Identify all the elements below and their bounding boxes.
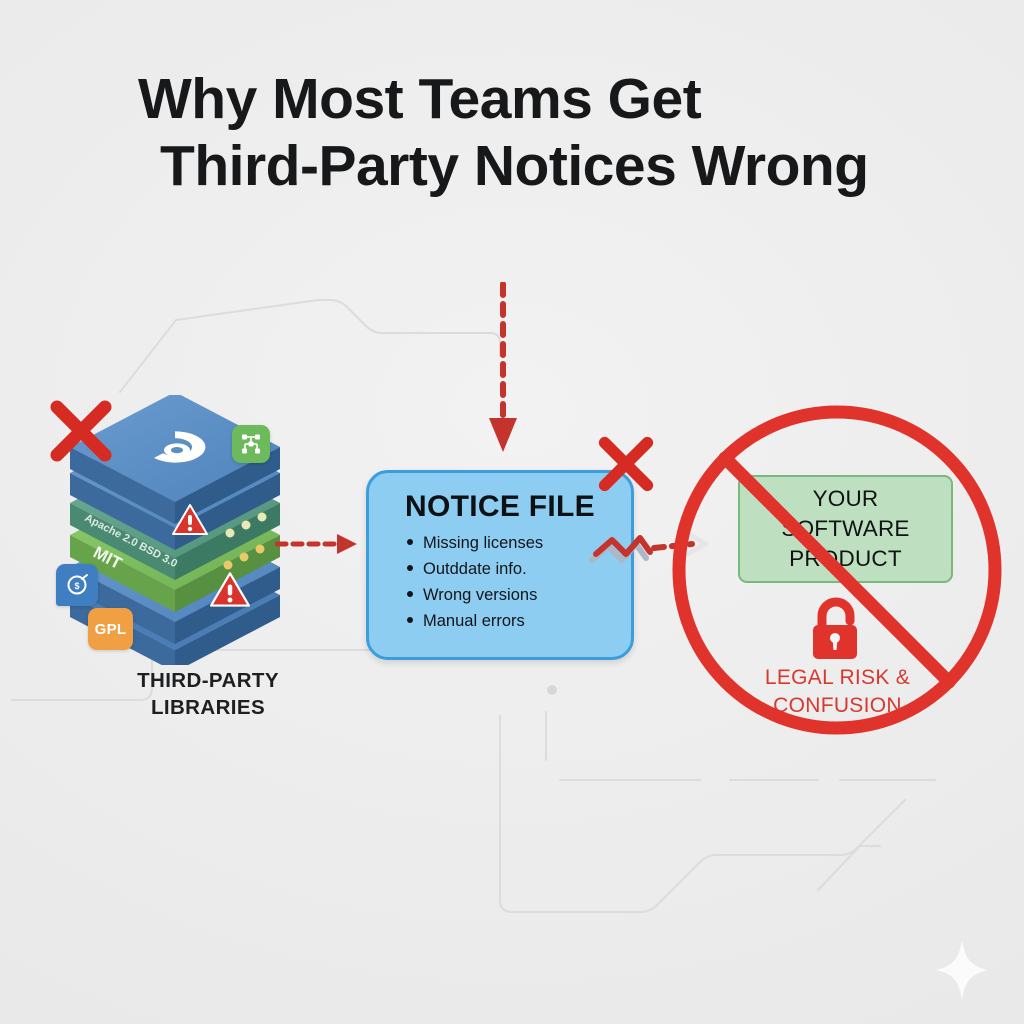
warning-triangle-icon — [172, 504, 208, 535]
risk-label-line-1: LEGAL RISK & — [764, 666, 911, 689]
caption-line-2: LIBRARIES — [150, 696, 266, 720]
your-software-product-box: YOUR SOFTWARE PRODUCT — [738, 475, 953, 583]
notice-file-card: NOTICE FILE Missing licenses Outddate in… — [366, 470, 634, 660]
package-logo-icon — [154, 431, 206, 463]
dependency-graph-icon — [242, 434, 260, 454]
status-dots-lower — [223, 544, 265, 570]
license-scan-icon: $ — [67, 574, 88, 595]
dashed-arrow-libraries-to-notice — [275, 534, 357, 554]
notice-issue-item: Wrong versions — [407, 582, 631, 608]
red-x-mark-notice — [598, 436, 654, 492]
trace-node-dot — [547, 685, 557, 695]
notice-file-issue-list: Missing licenses Outddate info. Wrong ve… — [369, 530, 631, 634]
sparkle-icon — [936, 940, 988, 1000]
broken-arrow-notice-to-product — [589, 531, 709, 563]
notice-issue-item: Outddate info. — [407, 556, 631, 582]
red-x-mark-libraries — [50, 400, 112, 462]
notice-file-heading: NOTICE FILE — [405, 490, 595, 523]
notice-issue-item: Manual errors — [407, 608, 631, 634]
library-stack-icon: Apache 2.0 BSD 3.0 MIT — [70, 395, 280, 665]
prohibition-sign-overlay — [672, 405, 1002, 735]
risk-label-line-2: CONFUSION — [773, 694, 902, 718]
page-title-line-1: Why Most Teams Get — [138, 67, 702, 131]
status-dots-upper — [225, 512, 267, 538]
third-party-libraries-caption: THIRD-PARTY LIBRARIES — [98, 667, 318, 721]
dashed-arrow-down-to-notice — [489, 282, 517, 452]
stack-layer-top — [70, 395, 280, 524]
software-product-group: YOUR SOFTWARE PRODUCT LEGAL RISK & CONFU… — [665, 398, 1010, 743]
notice-issue-item: Missing licenses — [407, 530, 631, 556]
unlocked-padlock-icon — [813, 597, 857, 659]
caption-line-1: THIRD-PARTY — [137, 669, 279, 692]
gpl-badge: GPL — [88, 608, 133, 650]
page-title: Why Most Teams Get Third-Party Notices W… — [138, 66, 938, 201]
third-party-libraries-group: Apache 2.0 BSD 3.0 MIT — [40, 395, 310, 735]
gpl-badge-label: GPL — [94, 620, 127, 638]
product-label-line-1: YOUR — [812, 486, 879, 512]
scan-badge: $ — [56, 564, 98, 606]
legal-risk-label: LEGAL RISK & CONFUSION — [700, 664, 975, 720]
svg-text:$: $ — [74, 581, 79, 591]
dependency-graph-badge — [232, 425, 270, 463]
page-title-line-2: Third-Party Notices Wrong — [160, 134, 869, 199]
warning-triangle-icon — [210, 572, 250, 607]
